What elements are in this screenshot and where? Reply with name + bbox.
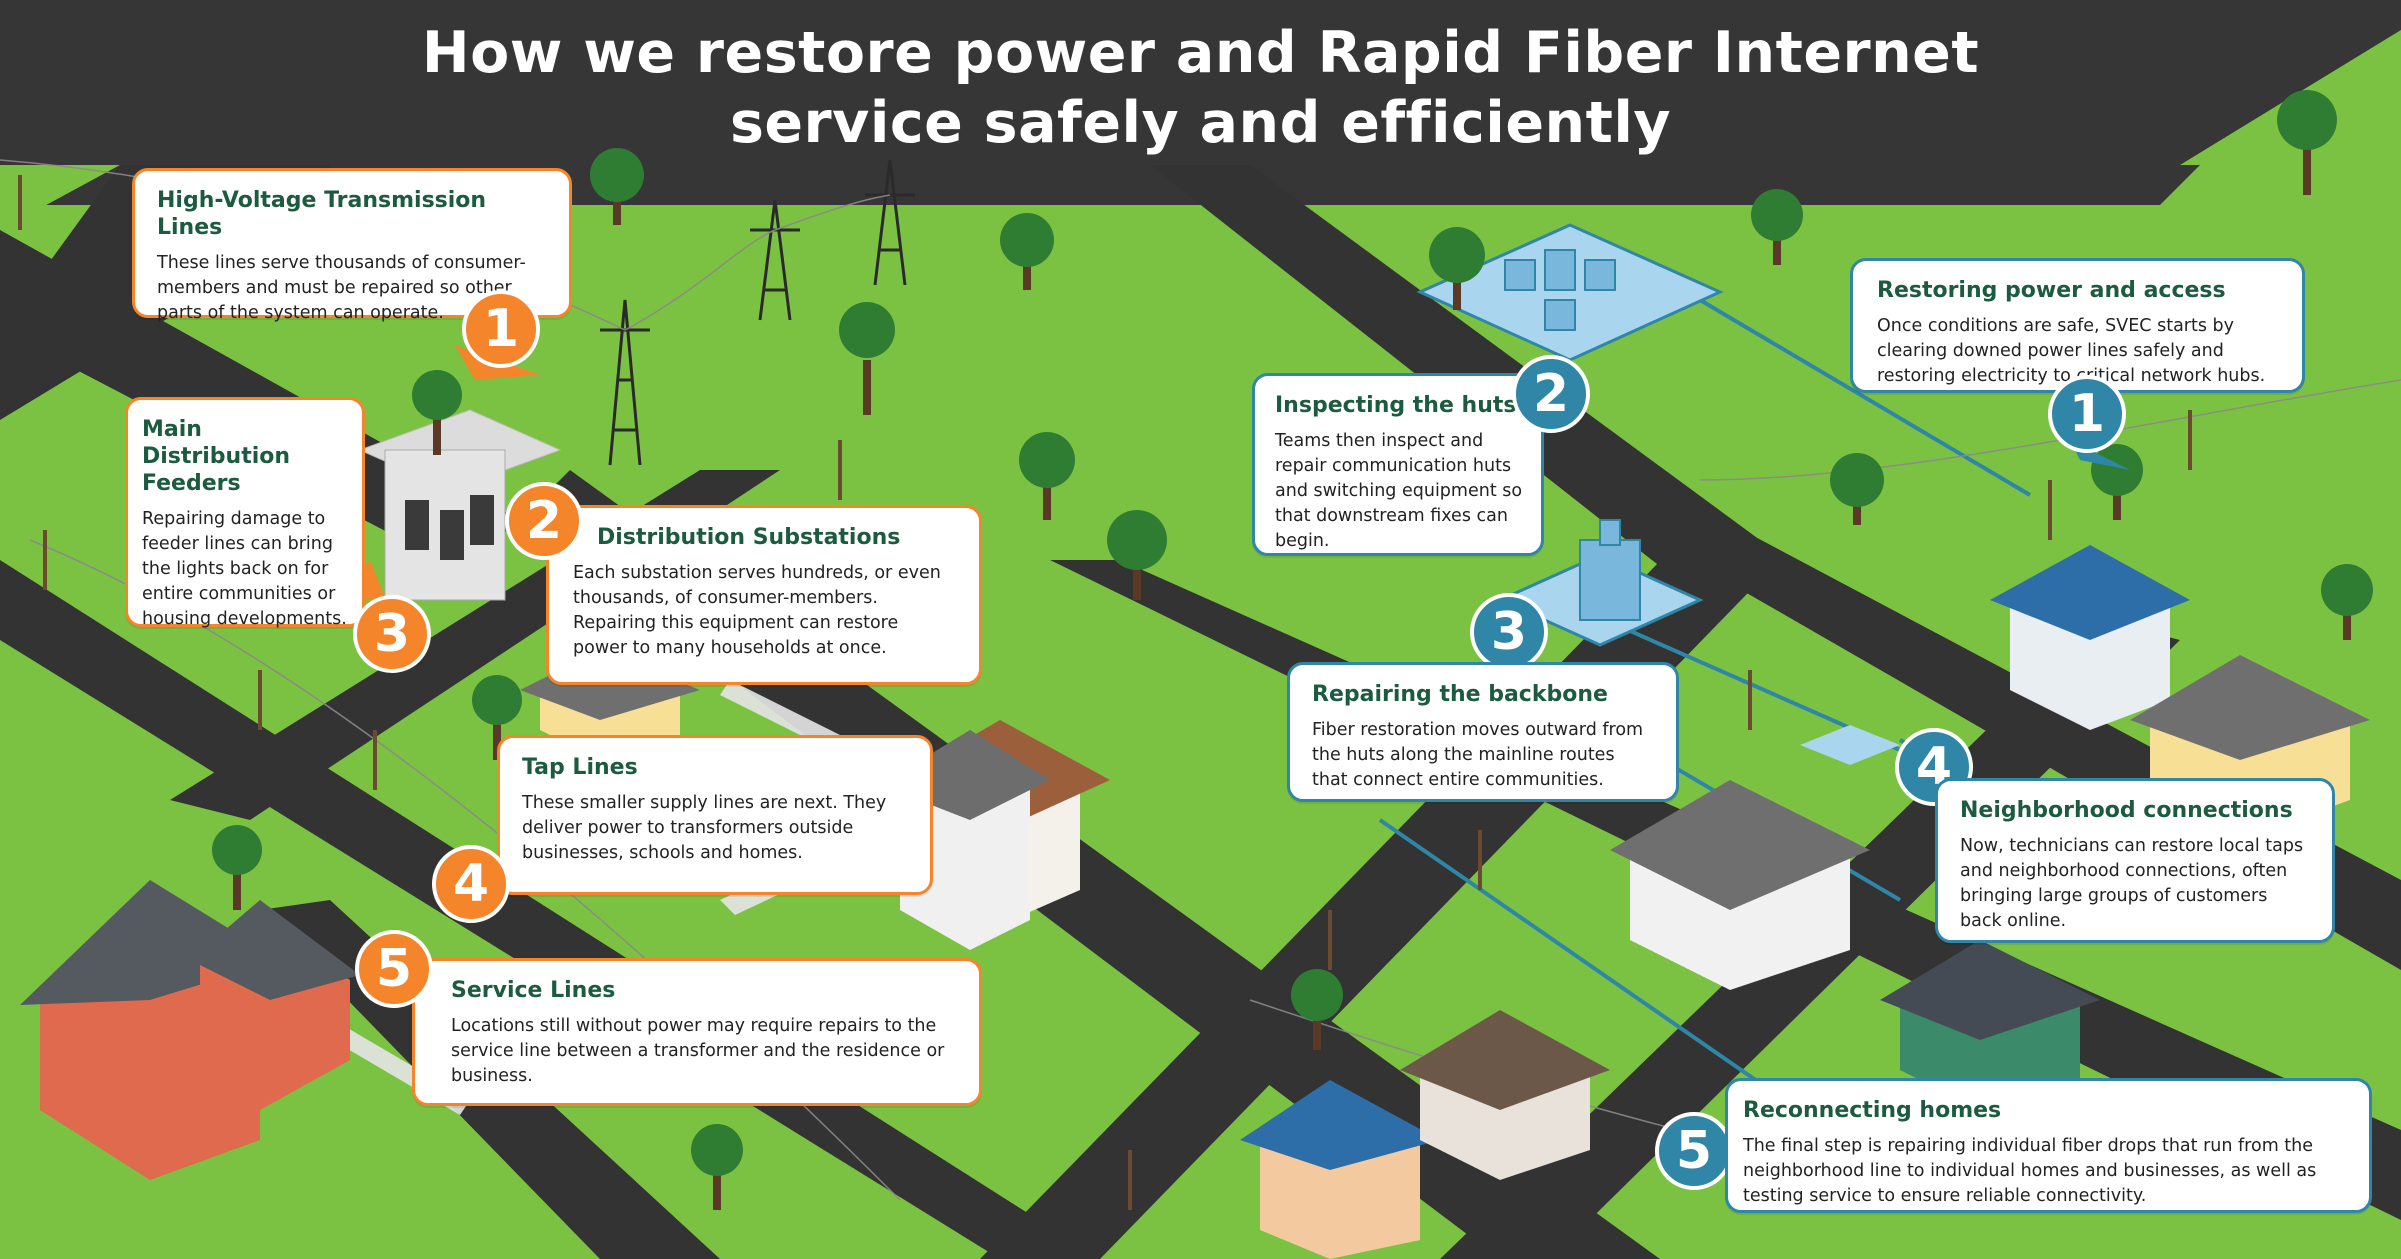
- fiber-step-2-text: Teams then inspect and repair communicat…: [1275, 431, 1523, 551]
- substation: [358, 409, 562, 601]
- power-step-2-card: Distribution Substations Each substation…: [546, 505, 982, 685]
- fiber-step-4-text: Now, technicians can restore local taps …: [1960, 836, 2304, 931]
- power-step-2-badge: 2: [505, 482, 583, 560]
- fiber-step-5-badge: 5: [1655, 1112, 1733, 1190]
- power-step-4-card: Tap Lines These smaller supply lines are…: [497, 735, 933, 895]
- fiber-step-3-card: Repairing the backbone Fiber restoration…: [1287, 662, 1679, 802]
- header-band: [0, 0, 2401, 205]
- fiber-step-1-text: Once conditions are safe, SVEC starts by…: [1877, 316, 2266, 386]
- fiber-step-4-title: Neighborhood connections: [1960, 798, 2293, 823]
- fiber-step-5-text: The final step is repairing individual f…: [1743, 1136, 2317, 1206]
- power-step-1-badge: 1: [462, 290, 540, 368]
- fiber-step-3-badge: 3: [1470, 593, 1548, 671]
- power-step-1-title: High-Voltage Transmission Lines: [157, 188, 487, 240]
- fiber-step-1-card: Restoring power and access Once conditio…: [1850, 258, 2305, 393]
- fiber-step-2-card: Inspecting the huts Teams then inspect a…: [1252, 373, 1544, 556]
- power-step-4-text: These smaller supply lines are next. The…: [522, 793, 887, 863]
- trees: [212, 90, 2373, 1210]
- page-title-line2: service safely and efficiently: [729, 90, 1672, 156]
- houses: [20, 545, 2370, 1259]
- fiber-step-4-card: Neighborhood connections Now, technician…: [1935, 778, 2335, 943]
- power-step-4-title: Tap Lines: [522, 755, 638, 780]
- transmission-towers: [600, 159, 915, 466]
- power-step-3-text: Repairing damage to feeder lines can bri…: [142, 509, 347, 629]
- fiber-step-3-title: Repairing the backbone: [1312, 682, 1608, 707]
- page-title: How we restore power and Rapid Fiber Int…: [0, 18, 2401, 158]
- power-step-3-title: Main Distribution Feeders: [142, 417, 291, 496]
- fiber-step-5-title: Reconnecting homes: [1743, 1098, 2002, 1123]
- fiber-step-3-text: Fiber restoration moves outward from the…: [1312, 720, 1644, 790]
- power-step-3-card: Main Distribution Feeders Repairing dama…: [125, 397, 365, 629]
- power-step-5-title: Service Lines: [451, 978, 616, 1003]
- fiber-step-1-badge: 1: [2048, 375, 2126, 453]
- power-step-3-badge: 3: [353, 595, 431, 673]
- fiber-step-5-card: Reconnecting homes The final step is rep…: [1725, 1078, 2372, 1213]
- power-step-5-card: Service Lines Locations still without po…: [412, 958, 982, 1106]
- power-step-5-text: Locations still without power may requir…: [451, 1016, 945, 1086]
- fiber-step-2-badge: 2: [1512, 355, 1590, 433]
- fiber-step-2-title: Inspecting the huts: [1275, 393, 1517, 418]
- power-step-2-title: Distribution Substations: [597, 525, 901, 550]
- fiber-step-1-title: Restoring power and access: [1877, 278, 2226, 303]
- utility-poles: [18, 175, 2192, 1210]
- power-step-1-text: These lines serve thousands of consumer-…: [157, 253, 526, 323]
- power-step-2-text: Each substation serves hundreds, or even…: [573, 563, 941, 658]
- page-title-line1: How we restore power and Rapid Fiber Int…: [421, 20, 1980, 86]
- power-step-4-badge: 4: [432, 845, 510, 923]
- fiber-huts: [1504, 249, 1641, 621]
- power-step-1-card: High-Voltage Transmission Lines These li…: [132, 168, 572, 323]
- power-step-5-badge: 5: [355, 930, 433, 1008]
